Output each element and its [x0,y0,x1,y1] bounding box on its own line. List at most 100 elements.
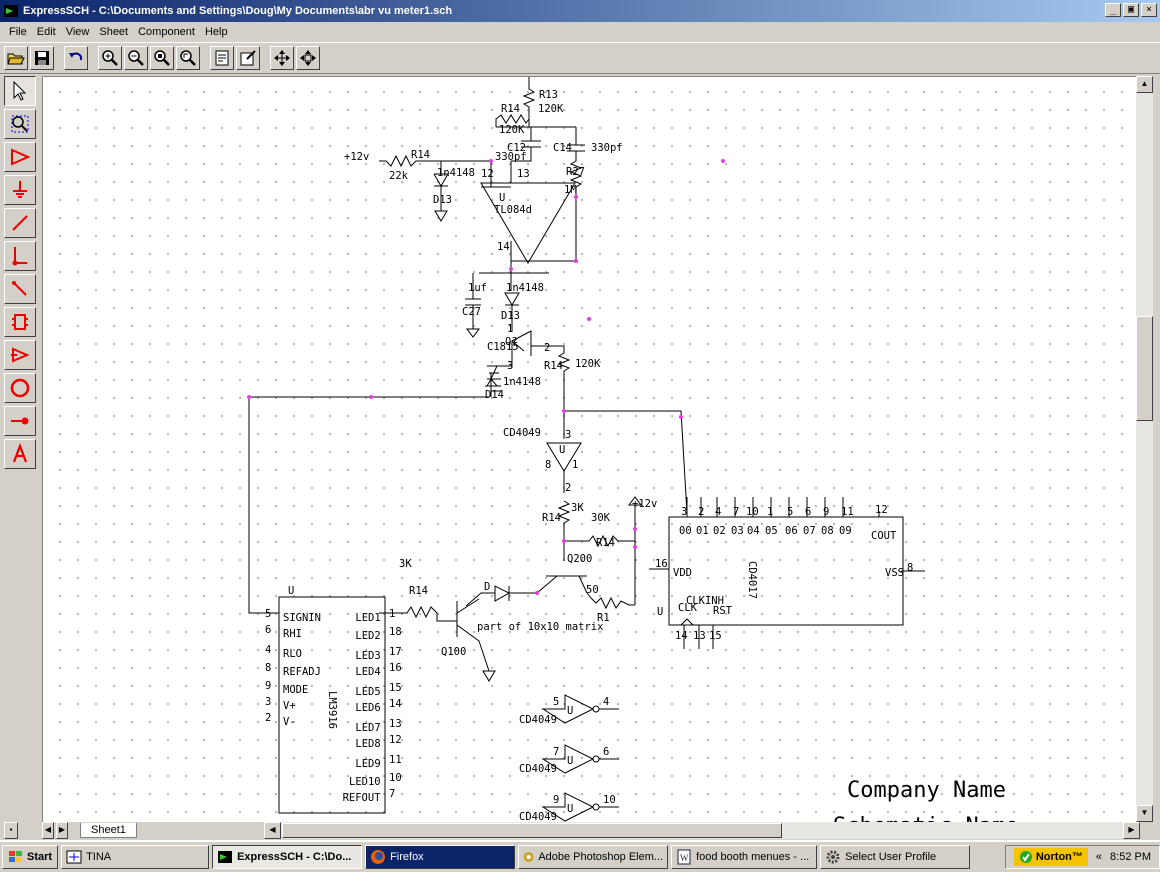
zoom-area-tool-button[interactable] [4,109,36,139]
sheet-prev-button[interactable]: ◀ [42,822,54,839]
zoom-in-button[interactable] [98,46,122,70]
zoom-out-button[interactable] [124,46,148,70]
sheet-next-button[interactable]: ▶ [56,822,68,839]
wire-tool-button[interactable] [4,208,36,238]
menu-view[interactable]: View [65,25,90,38]
menu-edit[interactable]: Edit [36,25,56,38]
label-q-pin3: 3 [507,360,513,372]
sheet-config-button[interactable]: ▪ [4,822,18,839]
cd4017-output-02: 02 [713,525,726,537]
task-photoshop[interactable]: Adobe Photoshop Elem... [518,845,669,869]
pan-button[interactable] [270,46,294,70]
windows-logo-icon [9,851,22,862]
zoom-out-icon [128,50,144,66]
port-tool-button[interactable] [4,340,36,370]
bus-tool-button[interactable] [4,241,36,271]
part-tool-button[interactable] [4,307,36,337]
restore-button[interactable]: ▣ [1123,3,1139,17]
lm3916-pin-name-refadj: REFADJ [283,666,321,678]
label-pin12: 12 [481,168,494,180]
open-button[interactable] [4,46,28,70]
scroll-right-button[interactable]: ▶ [1123,822,1140,839]
horizontal-scrollbar[interactable]: ◀ ▶ [264,822,1140,839]
label-cd4017-clk: CLK [678,602,698,614]
bus-entry-tool-button[interactable] [4,274,36,304]
properties-button[interactable] [210,46,234,70]
label-cd4017-vdd: VDD [673,567,692,579]
vertical-scrollbar[interactable]: ▲ ▼ [1136,76,1153,822]
pan-all-button[interactable] [296,46,320,70]
undo-button[interactable] [64,46,88,70]
task-word-document[interactable]: W food booth menues - ... [671,845,818,869]
lm3916-pin-15: 15 [389,682,402,694]
vertical-scroll-thumb[interactable] [1136,316,1153,421]
label-r27: R27 [566,166,585,178]
label-cd4049-c: CD4049 [519,763,557,775]
minimize-button[interactable]: _ [1105,3,1121,17]
start-button[interactable]: Start [2,845,59,869]
task-expresssch-label: ExpressSCH - C:\Do... [237,851,352,863]
label-c12: C12 [507,142,526,154]
label-inv-pin2: 2 [565,482,571,494]
label-cd4017-u: U [657,606,663,618]
window-title: ExpressSCH - C:\Documents and Settings\D… [23,5,453,17]
inverter-output-pin: 4 [603,696,609,708]
menu-sheet[interactable]: Sheet [99,25,129,38]
scroll-up-button[interactable]: ▲ [1136,76,1153,93]
lm3916-pin-17: 17 [389,646,402,658]
lm3916-pin-name-rhi: RHI [283,628,302,640]
lm3916-pin-name-led4: LED4 [355,666,380,678]
text-tool-button[interactable] [4,439,36,469]
sheet-tab-sheet1[interactable]: Sheet1 [80,823,137,838]
word-document-icon: W [677,849,691,865]
lm3916-pin-14: 14 [389,698,402,710]
title-block-company: Company Name [847,778,1006,803]
inverter-output-pin: 10 [603,794,616,806]
horizontal-scroll-thumb[interactable] [282,823,782,838]
scroll-left-button[interactable]: ◀ [264,822,281,839]
cd4017-output-06: 06 [785,525,798,537]
label-r14g-value: 3K [399,558,412,570]
label-q-part: C1815 [487,341,519,353]
menu-help[interactable]: Help [204,25,228,38]
task-word-label: food booth menues - ... [696,851,810,863]
norton-tray-button[interactable]: Norton™ [1013,848,1088,866]
label-cd4017-pin13: 13 [693,630,706,642]
cd4017-output-08: 08 [821,525,834,537]
cd4017-pin-7: 7 [733,506,739,518]
cd4017-output-01: 01 [696,525,709,537]
lm3916-pin-6: 6 [265,624,271,636]
menu-component[interactable]: Component [138,25,195,38]
component-edit-button[interactable] [236,46,260,70]
task-firefox[interactable]: Firefox [365,845,516,869]
close-button[interactable]: × [1141,3,1157,17]
save-button[interactable] [30,46,54,70]
task-select-user-profile[interactable]: Select User Profile [820,845,971,869]
select-arrow-icon [13,80,27,101]
tina-app-icon [66,850,82,864]
zoom-fit-button[interactable] [150,46,174,70]
schematic-canvas[interactable]: R13 R14 120K 120K C12 330pf C14 330pf R2… [42,76,1136,822]
wire-icon [12,215,28,231]
ground-tool-button[interactable] [4,175,36,205]
task-photoshop-label: Adobe Photoshop Elem... [538,851,664,863]
label-opamp-u: U [499,192,505,204]
junction-tool-button[interactable] [4,406,36,436]
select-tool-button[interactable] [4,76,36,106]
label-d13-a: D13 [433,194,452,206]
cd4017-pin-10: 10 [746,506,759,518]
menu-file[interactable]: File [9,25,27,38]
label-cd4049-d: CD4049 [519,811,557,822]
component-tool-button[interactable] [4,142,36,172]
task-expresssch[interactable]: ExpressSCH - C:\Do... [212,845,363,869]
zoom-page-button[interactable] [176,46,200,70]
label-1n4148-b: 1n4148 [506,282,544,294]
scroll-down-button[interactable]: ▼ [1136,805,1153,822]
task-tina[interactable]: TINA [61,845,210,869]
circle-tool-button[interactable] [4,373,36,403]
tray-expand-chevron[interactable]: « [1095,851,1103,863]
lm3916-pin-name-refout: REFOUT [343,792,382,804]
firefox-icon [371,850,386,864]
